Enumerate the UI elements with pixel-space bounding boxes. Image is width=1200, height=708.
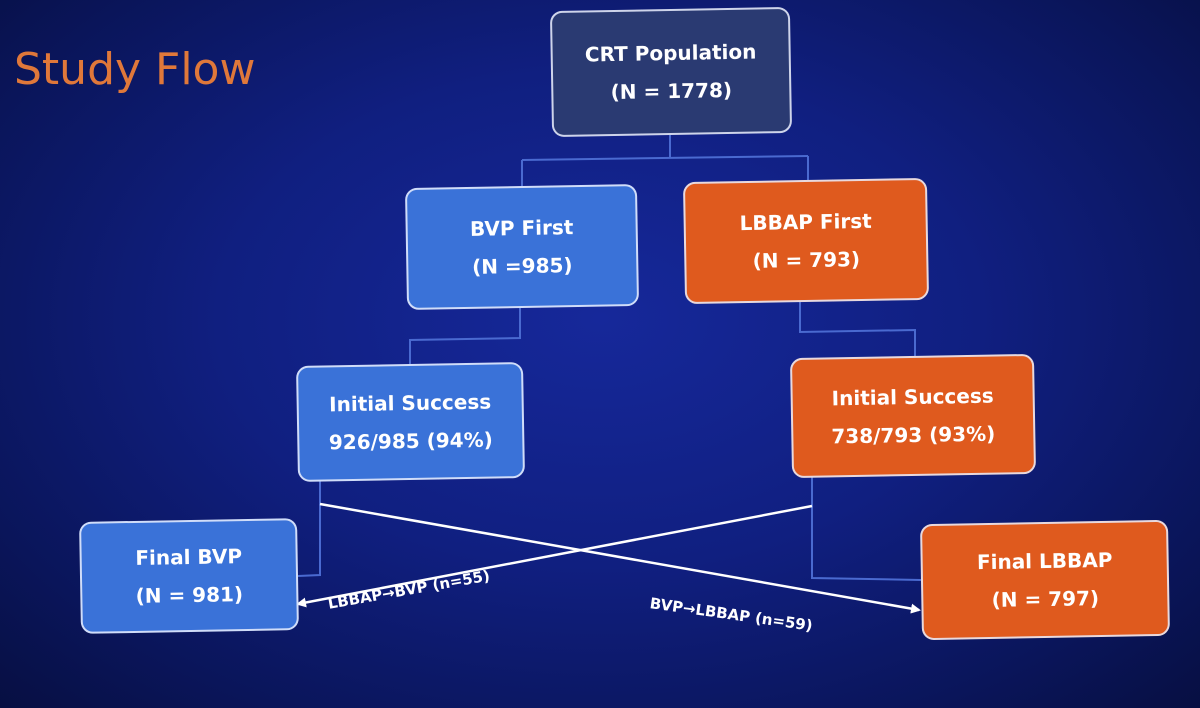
page-title: Study Flow bbox=[14, 44, 256, 95]
lbbap-first-label: LBBAP First bbox=[739, 208, 872, 236]
lbbap-first-count: (N = 793) bbox=[752, 247, 861, 273]
crt-population-box: CRT Population (N = 1778) bbox=[549, 6, 793, 138]
connector-initial-left-to-final bbox=[297, 480, 321, 577]
connector-lbbap-to-initial bbox=[799, 302, 916, 358]
bvp-first-box: BVP First (N =985) bbox=[404, 183, 640, 311]
lbbap-initial-success-label: Initial Success bbox=[831, 383, 994, 411]
arrow-bvp-to-lbbap bbox=[319, 502, 921, 614]
bvp-first-label: BVP First bbox=[469, 215, 574, 241]
final-lbbap-box: Final LBBAP (N = 797) bbox=[920, 519, 1170, 641]
connector-initial-right-to-final bbox=[811, 476, 922, 581]
connector-split-horizontal bbox=[521, 155, 809, 161]
lbbap-initial-success-box: Initial Success 738/793 (93%) bbox=[789, 353, 1037, 479]
connector-bvp-to-initial bbox=[409, 308, 521, 366]
bvp-first-count: (N =985) bbox=[471, 253, 573, 279]
final-lbbap-label: Final LBBAP bbox=[976, 547, 1113, 575]
arrow-lbbap-to-bvp bbox=[296, 504, 813, 608]
bvp-initial-success-count: 926/985 (94%) bbox=[328, 427, 493, 455]
bvp-initial-success-box: Initial Success 926/985 (94%) bbox=[296, 362, 525, 482]
final-bvp-label: Final BVP bbox=[135, 544, 243, 570]
final-bvp-box: Final BVP (N = 981) bbox=[79, 518, 299, 634]
crt-population-label: CRT Population bbox=[584, 39, 757, 67]
final-lbbap-count: (N = 797) bbox=[991, 586, 1100, 612]
final-bvp-count: (N = 981) bbox=[135, 582, 244, 608]
bvp-initial-success-label: Initial Success bbox=[328, 389, 492, 417]
lbbap-first-box: LBBAP First (N = 793) bbox=[682, 177, 930, 305]
lbbap-initial-success-count: 738/793 (93%) bbox=[831, 421, 996, 449]
crt-population-count: (N = 1778) bbox=[610, 77, 733, 105]
